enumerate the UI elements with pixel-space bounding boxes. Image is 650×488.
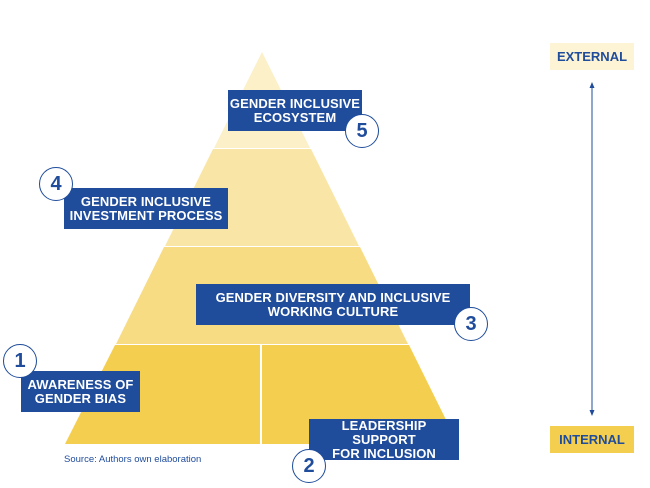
level-4-number: 4 [39, 167, 73, 201]
level-4-label: GENDER INCLUSIVE INVESTMENT PROCESS [64, 188, 228, 229]
level-1-line1: AWARENESS OF [27, 376, 134, 392]
level-1-number: 1 [3, 344, 37, 378]
level-2-line2: FOR INCLUSION [332, 445, 436, 461]
level-5-number: 5 [345, 114, 379, 148]
level-2-label: LEADERSHIP SUPPORT FOR INCLUSION [309, 417, 459, 461]
level-1-label: AWARENESS OF GENDER BIAS [21, 371, 140, 412]
arrow-head-up [589, 82, 595, 88]
level-3-number: 3 [454, 307, 488, 341]
source-note: Source: Authors own elaboration [64, 454, 202, 465]
level-3-label: GENDER DIVERSITY AND INCLUSIVE WORKING C… [196, 284, 470, 325]
level-2-line1: LEADERSHIP SUPPORT [341, 417, 427, 447]
level-5-label: GENDER INCLUSIVE ECOSYSTEM [228, 90, 362, 131]
level-1-line2: GENDER BIAS [34, 390, 127, 406]
level-5-line2: ECOSYSTEM [253, 109, 337, 125]
level-3-line1: GENDER DIVERSITY AND INCLUSIVE [215, 289, 451, 305]
arrow-head-down [589, 410, 595, 416]
level-4-line1: GENDER INCLUSIVE [80, 193, 212, 209]
external-label: EXTERNAL [550, 43, 634, 70]
level-5-line1: GENDER INCLUSIVE [229, 95, 361, 111]
level-4-line2: INVESTMENT PROCESS [69, 207, 223, 223]
internal-label: INTERNAL [550, 426, 634, 453]
level-2-number: 2 [292, 449, 326, 483]
tier-1-left [65, 345, 260, 444]
level-3-line2: WORKING CULTURE [267, 303, 399, 319]
